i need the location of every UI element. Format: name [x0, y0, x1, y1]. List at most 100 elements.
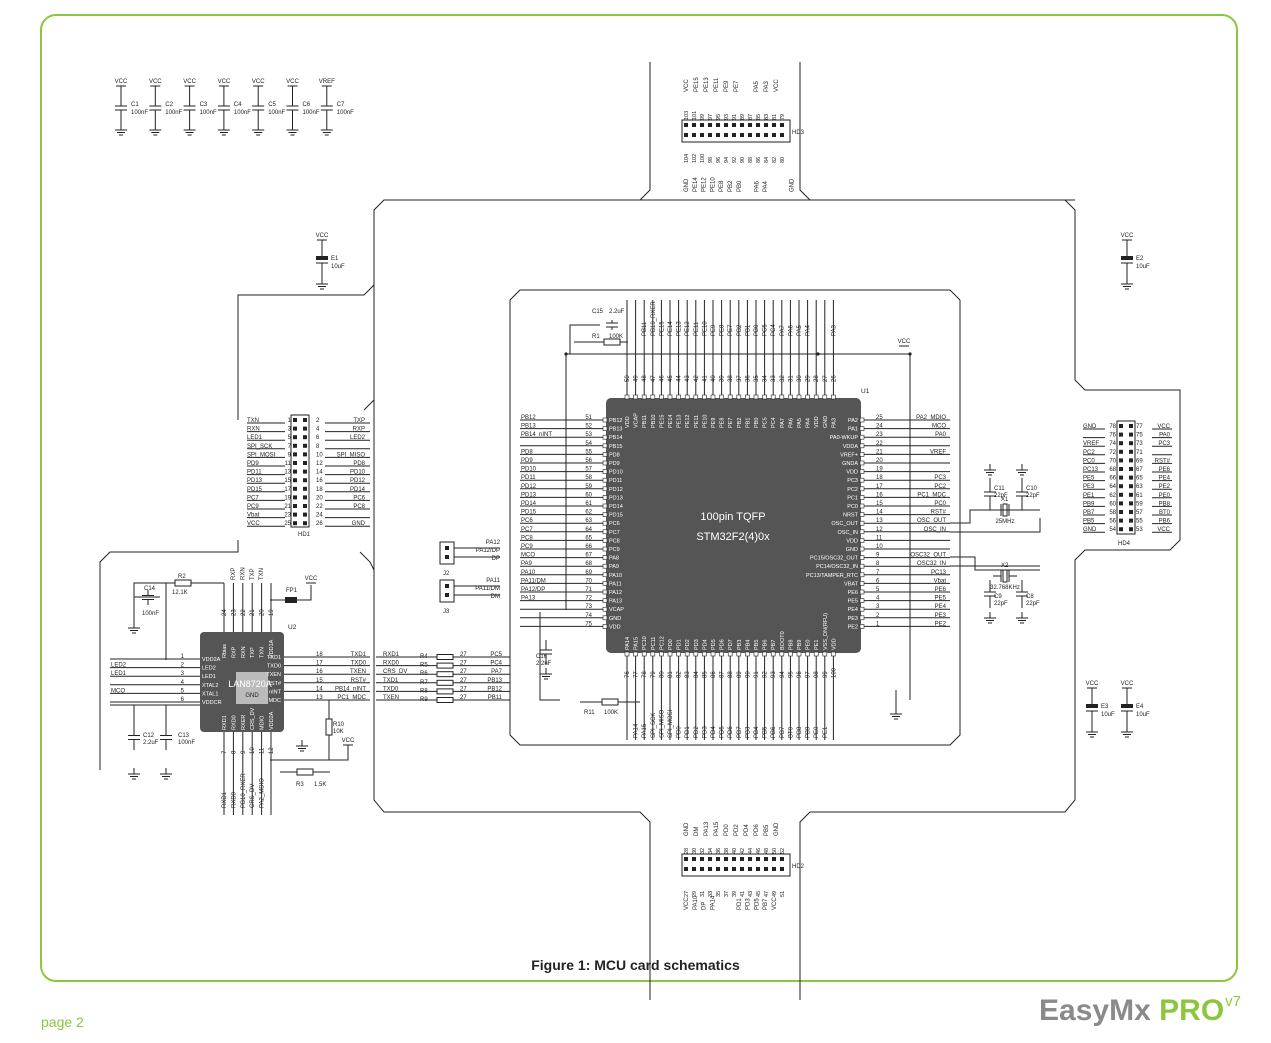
net-label: PE3: [935, 613, 947, 619]
mcu-pin: [710, 651, 716, 657]
pin-number: 28: [814, 375, 820, 382]
pin-number: 19: [269, 609, 275, 616]
pin-number: 10: [876, 544, 883, 550]
pin-number: 97: [806, 671, 812, 678]
cap-value: 2.2uF: [609, 309, 625, 315]
elcap-plate: [1121, 256, 1133, 260]
net-label: PB7: [1083, 510, 1095, 516]
pin-name: XTAL1: [202, 691, 218, 697]
net-label: PE6: [935, 587, 947, 593]
pin-number: 88: [748, 157, 754, 163]
net-label: PE5: [1083, 476, 1095, 482]
net-label: BT0: [788, 726, 794, 738]
pin-number: 73: [585, 604, 592, 610]
net-label: RXP: [353, 427, 365, 433]
net-label: TXD0: [383, 686, 399, 692]
net-label: PC5: [763, 324, 769, 336]
net-label: PD13: [521, 492, 537, 498]
pin-name: MDC: [268, 698, 281, 704]
pin-number: 77: [1136, 424, 1143, 430]
pin-number: 14: [316, 470, 323, 476]
pin-number: 52: [780, 848, 786, 854]
pin-number: 8: [876, 561, 880, 567]
pin-number: 47: [764, 891, 770, 897]
pin-name: PA0-WKUP: [830, 435, 859, 441]
net-label: PA11/DM: [521, 578, 546, 584]
pin-number: 85: [756, 114, 762, 120]
net-label: PE1: [1083, 493, 1095, 499]
pin-number: 40: [711, 375, 717, 382]
pin-number: 67: [585, 553, 592, 559]
pin-number: 41: [702, 375, 708, 382]
mcu-pin: [859, 520, 865, 526]
net-label: PB13: [487, 678, 502, 684]
pin-number: 35: [716, 891, 722, 897]
wire: [950, 518, 1041, 533]
pin-number: 33: [771, 375, 777, 382]
pin-number: 25: [876, 415, 883, 421]
pin-name: VDD: [814, 416, 820, 428]
cap-ref: C2: [165, 102, 173, 108]
pin-number: 6: [316, 435, 320, 441]
mcu-pin: [602, 443, 608, 449]
pin-name: PC1: [847, 495, 858, 501]
net-label: PE8: [719, 180, 725, 192]
mcu-pin: [676, 394, 681, 400]
pin-name: VDD2A: [202, 657, 221, 663]
net-label: PD13: [247, 478, 263, 484]
pin-number: 91: [732, 114, 738, 120]
pin-name: PD4: [702, 639, 708, 650]
card-outline: [359, 551, 375, 571]
mcu-pin: [770, 394, 776, 400]
pin-number: 2: [876, 613, 880, 619]
rail-label: VCC: [218, 79, 231, 85]
mcu-pin: [676, 651, 681, 657]
pin-name: PC12: [659, 636, 665, 650]
pin-number: 15: [316, 678, 323, 684]
pin-number: 59: [585, 484, 592, 490]
header-pin: [732, 123, 736, 127]
net-label: TXP: [353, 418, 365, 424]
pin-number: 45: [756, 891, 762, 897]
pin-name: VDD: [625, 416, 631, 428]
header-pin: [293, 521, 297, 526]
resistor-body: [174, 579, 192, 587]
pin-number: 37: [737, 375, 743, 382]
header-pin: [1119, 458, 1123, 463]
jumper-pin: [445, 546, 449, 550]
cap-value: 10uF: [1101, 712, 1115, 718]
pin-number: 86: [711, 671, 717, 678]
pin-name: CRS_DV: [250, 707, 256, 730]
net-label: PB9: [1083, 501, 1095, 507]
pin-name: VDD2A: [269, 711, 275, 730]
net-label: TXN: [247, 418, 259, 424]
header-pin: [303, 521, 307, 526]
net-label: PA6: [754, 180, 760, 192]
net-label: PB9: [806, 726, 812, 738]
pin-name: RXER: [241, 715, 247, 730]
pin-number: 50: [772, 848, 778, 854]
mcu-pin: [659, 651, 664, 657]
pin-number: 73: [1136, 441, 1143, 447]
pin-name: PC0: [847, 504, 858, 510]
header-pin: [716, 133, 720, 137]
res-ref: R2: [178, 574, 186, 580]
wire: [569, 324, 600, 354]
pin-number: 30: [797, 375, 803, 382]
net-label: PE4: [935, 604, 947, 610]
mcu-pin: [650, 651, 656, 657]
pin-name: PC7: [609, 530, 620, 536]
cap-value: 100nF: [268, 110, 285, 116]
pin-number: 60: [1109, 501, 1116, 507]
page-frame: [40, 14, 1238, 982]
header-pin: [764, 133, 768, 137]
header-pin: [303, 512, 307, 517]
card-outline: [373, 199, 1075, 1000]
net-label: PB2: [728, 180, 734, 192]
pin-number: 4: [876, 596, 880, 602]
net-label: GND: [774, 822, 780, 836]
pin-number: 69: [585, 570, 592, 576]
header-pin: [1129, 501, 1133, 506]
pin-name: PD7: [728, 639, 734, 650]
